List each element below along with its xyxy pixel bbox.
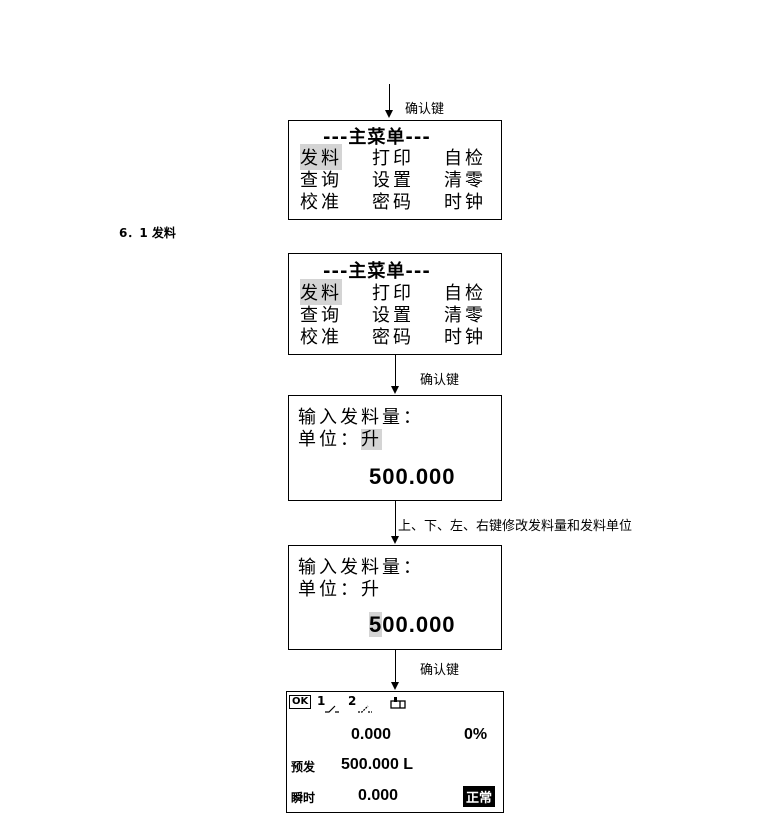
instant-value: 0.000 <box>358 787 399 804</box>
menu-item-query[interactable]: 查询 <box>300 170 342 191</box>
confirm-key-label-3: 确认键 <box>420 663 460 678</box>
menu-item-print[interactable]: 打印 <box>372 148 414 169</box>
menu-item-clear[interactable]: 清零 <box>444 170 486 191</box>
menu-item-query[interactable]: 查询 <box>300 305 342 326</box>
ok-badge: OK <box>289 695 312 709</box>
flow-arrow-2-head <box>391 386 399 394</box>
input-amount-screen-2: 输入发料量： 单位：升 500.000 <box>288 545 502 650</box>
channel-2-indicator: 2 <box>348 694 357 708</box>
flow-arrow-3 <box>395 501 396 537</box>
confirm-key-label-1: 确认键 <box>405 102 445 117</box>
amount-rest: 00.000 <box>382 612 456 637</box>
unit-value[interactable]: 升 <box>361 429 382 450</box>
menu-item-selftest[interactable]: 自检 <box>444 283 486 304</box>
current-volume: 0.000 <box>351 726 392 743</box>
amount-value: 500.000 <box>369 612 456 638</box>
menu-item-dispense[interactable]: 发料 <box>300 279 342 305</box>
menu-title: ---主菜单--- <box>323 127 431 148</box>
unit-value[interactable]: 升 <box>361 579 382 600</box>
channel-1-indicator: 1 <box>317 694 326 708</box>
menu-title: ---主菜单--- <box>323 261 431 282</box>
input-amount-screen-1: 输入发料量： 单位：升 500.000 <box>288 395 502 501</box>
section-heading: 6．1 发料 <box>119 226 176 240</box>
menu-item-selftest[interactable]: 自检 <box>444 148 486 169</box>
adjust-keys-label: 上、下、左、右键修改发料量和发料单位 <box>398 519 633 534</box>
progress-percent: 0% <box>464 726 488 743</box>
unit-label: 单位： <box>298 429 361 450</box>
main-menu-screen-2: ---主菜单--- 发料 打印 自检 查询 设置 清零 校准 密码 时钟 <box>288 253 502 355</box>
menu-item-password[interactable]: 密码 <box>372 327 414 348</box>
amount-cursor-digit[interactable]: 5 <box>369 612 383 637</box>
input-prompt: 输入发料量： <box>298 557 424 578</box>
confirm-key-label-2: 确认键 <box>420 373 460 388</box>
dispense-running-screen: OK 1 2 0.000 0% 预发 500.000 L 瞬时 0.000 正常 <box>286 691 504 813</box>
menu-item-clock[interactable]: 时钟 <box>444 192 486 213</box>
menu-item-settings[interactable]: 设置 <box>372 170 414 191</box>
menu-item-calibrate[interactable]: 校准 <box>300 192 342 213</box>
amount-value: 500.000 <box>369 464 456 489</box>
menu-item-settings[interactable]: 设置 <box>372 305 414 326</box>
pump-icon <box>390 694 406 713</box>
instant-label: 瞬时 <box>291 791 316 805</box>
preset-value: 500.000 L <box>341 756 414 773</box>
menu-item-dispense[interactable]: 发料 <box>300 144 342 170</box>
menu-item-password[interactable]: 密码 <box>372 192 414 213</box>
channel-1-valve-icon <box>325 698 339 717</box>
flow-arrow-3-head <box>391 536 399 544</box>
unit-row: 单位：升 <box>298 425 382 451</box>
preset-label: 预发 <box>291 760 316 774</box>
unit-label: 单位： <box>298 579 361 600</box>
menu-item-print[interactable]: 打印 <box>372 283 414 304</box>
flow-arrow-4 <box>395 650 396 683</box>
flow-arrow-4-head <box>391 682 399 690</box>
status-badge: 正常 <box>463 786 496 807</box>
flow-arrow-1-head <box>385 110 393 118</box>
main-menu-screen-1: ---主菜单--- 发料 打印 自检 查询 设置 清零 校准 密码 时钟 <box>288 120 502 220</box>
menu-item-calibrate[interactable]: 校准 <box>300 327 342 348</box>
menu-item-clock[interactable]: 时钟 <box>444 327 486 348</box>
input-prompt: 输入发料量： <box>298 407 424 428</box>
unit-row: 单位：升 <box>298 575 382 601</box>
flow-arrow-1 <box>389 84 390 112</box>
flow-arrow-2 <box>395 355 396 387</box>
menu-item-clear[interactable]: 清零 <box>444 305 486 326</box>
channel-2-valve-icon <box>358 698 372 717</box>
